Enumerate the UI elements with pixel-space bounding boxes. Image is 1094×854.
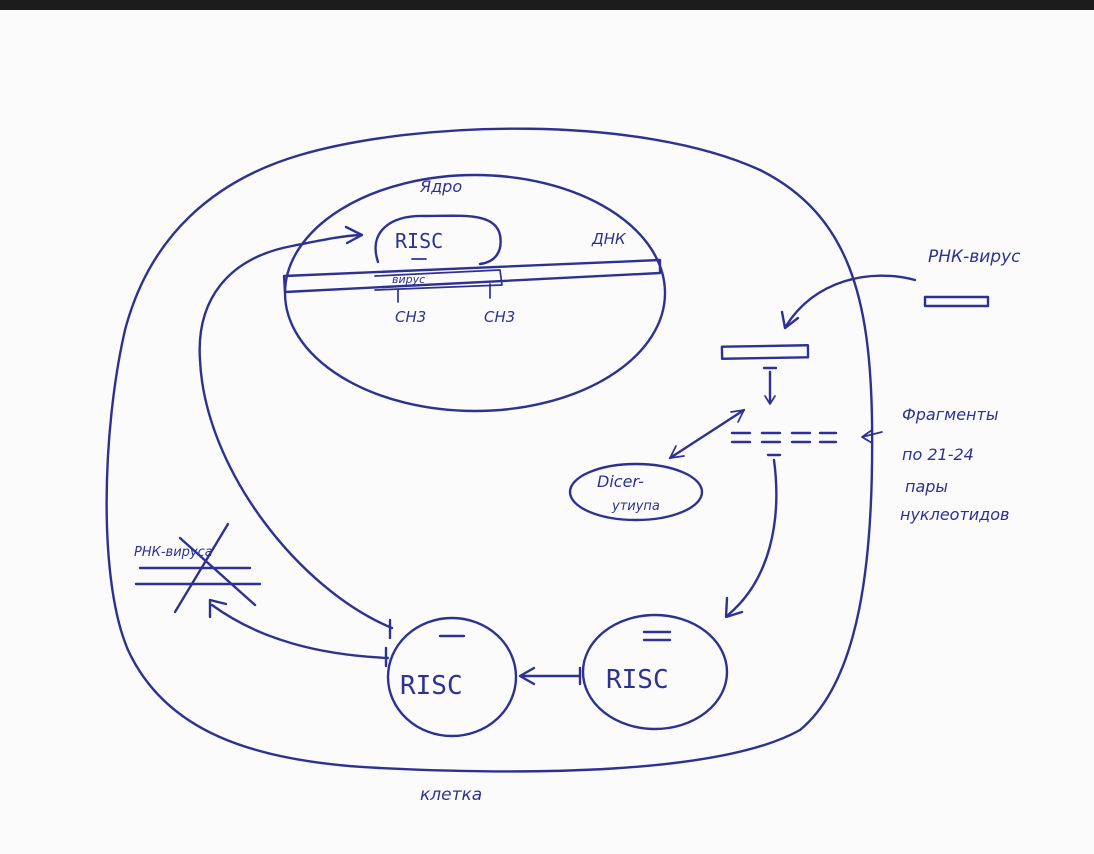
rna-virus-label: РНК-вирус [928, 247, 1021, 267]
nucleus-label: Ядро [419, 177, 462, 196]
rna-virus-outside [925, 297, 988, 306]
virus-in-dna-label: вирус [392, 273, 425, 286]
fragments-label-line2: по 21-24 [902, 445, 974, 464]
dicer-label-line2: утиупа [611, 499, 660, 514]
arrow-virus-entry [786, 276, 915, 326]
rna-virus-inside [722, 345, 808, 358]
dna-strand [284, 260, 660, 292]
ch3-left-label: CH3 [395, 308, 426, 326]
rna-fragments [732, 433, 836, 442]
dicer-label-line1: Dicer- [597, 472, 644, 491]
cell-label: клетка [420, 785, 482, 805]
risc-nucleus-label: RISC [395, 229, 443, 253]
nucleus [285, 175, 665, 411]
dna-label: ДНК [591, 230, 627, 248]
top-border [0, 0, 1094, 10]
risc-left-label: RISC [400, 671, 463, 701]
cross-out-line-2 [180, 538, 255, 605]
arrow-fragments-to-risc [728, 460, 776, 615]
risc-right-label: RISC [606, 665, 669, 695]
fragments-label-line3: пары [905, 477, 948, 496]
fragments-label-line4: нуклеотидов [900, 505, 1009, 524]
fragments-label-line1: Фрагменты [902, 405, 998, 424]
ch3-right-label: CH3 [484, 308, 515, 326]
